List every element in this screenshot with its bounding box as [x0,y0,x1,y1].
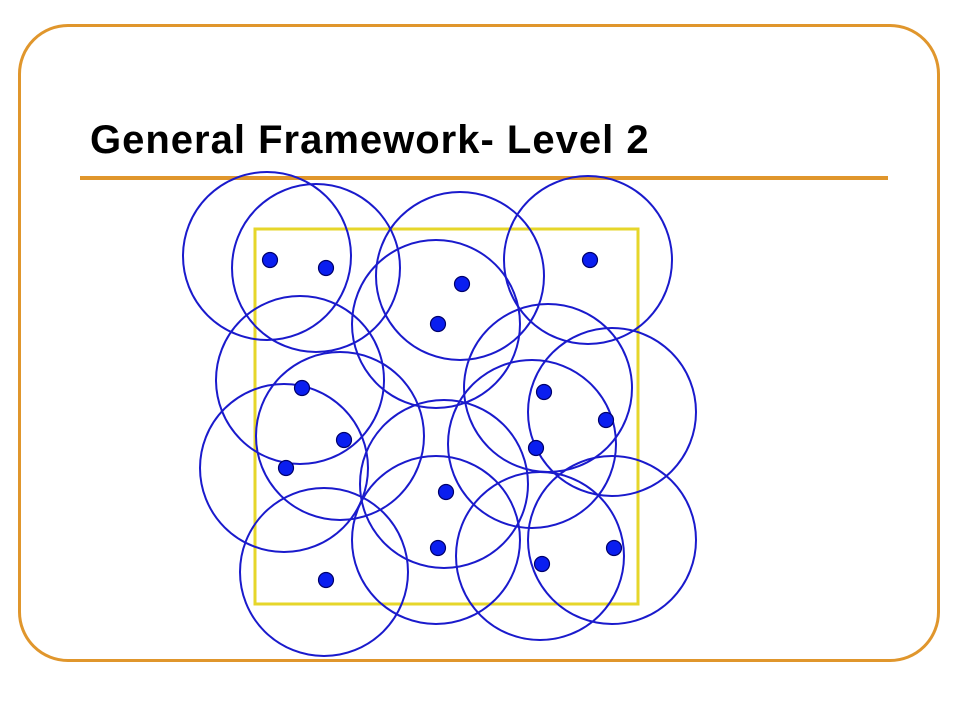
coverage-circle [447,359,617,529]
slide-frame [18,24,940,662]
data-point [317,571,335,589]
data-point [317,259,335,277]
title-underline [80,176,888,180]
region-square [253,227,640,606]
coverage-circle [375,191,545,361]
data-point [293,379,311,397]
coverage-circles [182,171,697,657]
data-point [605,539,623,557]
coverage-circle [182,171,352,341]
coverage-circle [351,239,521,409]
coverage-circle [239,487,409,657]
data-point [533,555,551,573]
coverage-circle [359,399,529,569]
coverage-circle [527,327,697,497]
coverage-circle [351,455,521,625]
data-point [429,315,447,333]
slide-title: General Framework- Level 2 [90,118,650,162]
data-point [527,439,545,457]
coverage-circle [527,455,697,625]
data-point [581,251,599,269]
coverage-circle [199,383,369,553]
data-point [437,483,455,501]
data-point [335,431,353,449]
coverage-circle [255,351,425,521]
data-point [597,411,615,429]
coverage-circle [215,295,385,465]
coverage-circle [503,175,673,345]
data-points [261,251,623,589]
data-point [429,539,447,557]
data-point [261,251,279,269]
data-point [277,459,295,477]
data-point [453,275,471,293]
coverage-circle [231,183,401,353]
data-point [535,383,553,401]
coverage-circle [455,471,625,641]
